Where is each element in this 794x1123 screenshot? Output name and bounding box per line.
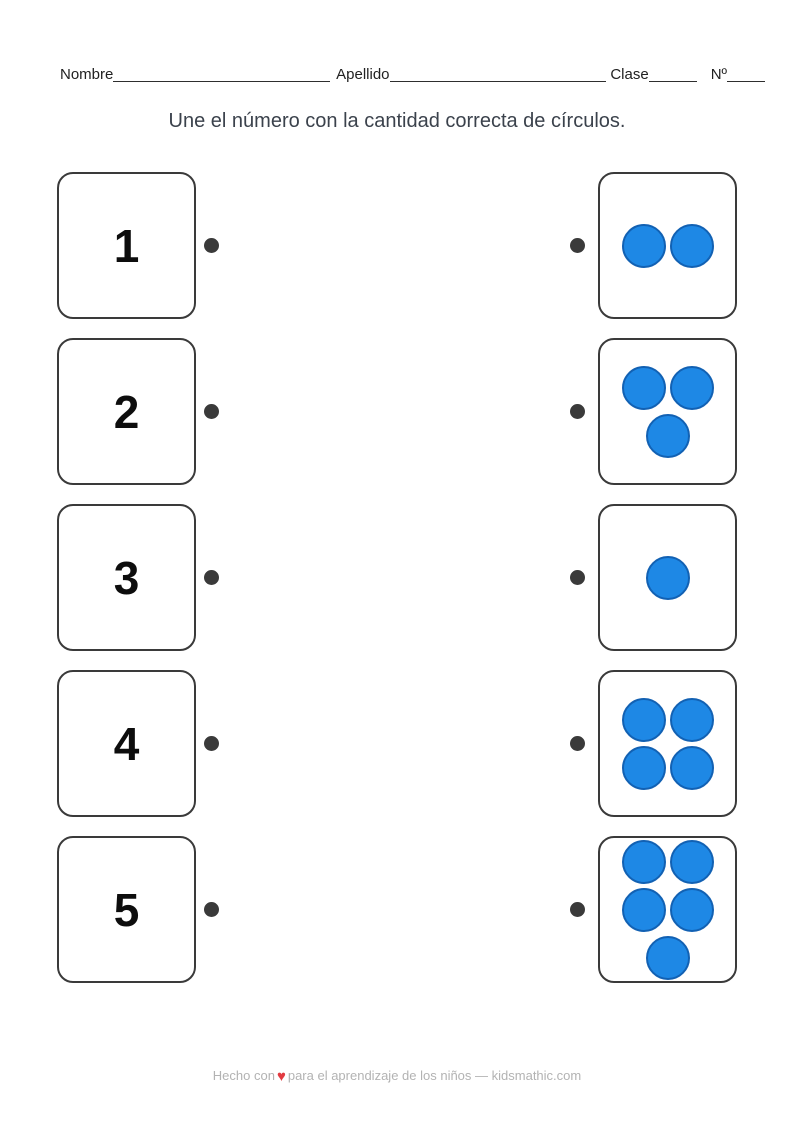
blue-circle bbox=[621, 223, 666, 268]
worksheet-title: Une el número con la cantidad correcta d… bbox=[168, 110, 626, 132]
circle-row bbox=[621, 887, 714, 932]
blue-circle bbox=[669, 887, 714, 932]
circle-row bbox=[621, 223, 714, 268]
circles-card bbox=[598, 504, 737, 651]
blue-circle bbox=[645, 935, 690, 980]
number-label: 1 bbox=[113, 219, 140, 272]
number-card: 2 bbox=[57, 338, 196, 485]
connector-dot-left[interactable] bbox=[204, 570, 219, 585]
blue-circle bbox=[621, 887, 666, 932]
number-card: 5 bbox=[57, 836, 196, 983]
blue-circle bbox=[669, 697, 714, 742]
blue-circle bbox=[621, 745, 666, 790]
connector-dot-left[interactable] bbox=[204, 238, 219, 253]
number-card: 3 bbox=[57, 504, 196, 651]
circles-card bbox=[598, 670, 737, 817]
circle-row bbox=[621, 745, 714, 790]
blue-circle bbox=[621, 365, 666, 410]
surname-field-line bbox=[389, 80, 607, 82]
number-label: 2 bbox=[113, 385, 140, 438]
match-row: 3 bbox=[0, 504, 794, 651]
blue-circle bbox=[669, 365, 714, 410]
connector-dot-right[interactable] bbox=[570, 736, 585, 751]
footer-made-with: Hecho con bbox=[212, 1068, 275, 1083]
surname-field-label: Apellido bbox=[336, 66, 390, 83]
match-row: 1 bbox=[0, 172, 794, 319]
connector-dot-left[interactable] bbox=[204, 404, 219, 419]
connector-dot-right[interactable] bbox=[570, 404, 585, 419]
number-card: 1 bbox=[57, 172, 196, 319]
number-label: 5 bbox=[113, 883, 140, 936]
blue-circle bbox=[621, 839, 666, 884]
circle-row bbox=[621, 697, 714, 742]
heart-icon: ♥ bbox=[276, 1068, 286, 1085]
number-field-line bbox=[727, 80, 765, 82]
class-field-label: Clase bbox=[610, 66, 649, 83]
circle-row bbox=[645, 413, 690, 458]
footer-credit: Hecho con♥para el aprendizaje de los niñ… bbox=[0, 1068, 794, 1085]
match-row: 4 bbox=[0, 670, 794, 817]
blue-circle bbox=[621, 697, 666, 742]
blue-circle bbox=[669, 745, 714, 790]
number-label: 4 bbox=[113, 717, 140, 770]
blue-circle bbox=[645, 555, 690, 600]
circles-card bbox=[598, 836, 737, 983]
connector-dot-left[interactable] bbox=[204, 736, 219, 751]
number-label: 3 bbox=[113, 551, 140, 604]
matching-area: 1 2 3 4 5 bbox=[0, 172, 794, 1002]
name-field-label: Nombre bbox=[60, 66, 114, 83]
header: Nombre Apellido Clase Nº bbox=[60, 66, 765, 85]
circle-row bbox=[645, 935, 690, 980]
number-card: 4 bbox=[57, 670, 196, 817]
match-row: 2 bbox=[0, 338, 794, 485]
match-row: 5 bbox=[0, 836, 794, 983]
connector-dot-right[interactable] bbox=[570, 238, 585, 253]
blue-circle bbox=[645, 413, 690, 458]
connector-dot-left[interactable] bbox=[204, 902, 219, 917]
name-field-line bbox=[113, 80, 331, 82]
footer-tagline: para el aprendizaje de los niños — kidsm… bbox=[287, 1068, 582, 1083]
blue-circle bbox=[669, 839, 714, 884]
connector-dot-right[interactable] bbox=[570, 902, 585, 917]
circles-card bbox=[598, 172, 737, 319]
blue-circle bbox=[669, 223, 714, 268]
circle-row bbox=[645, 555, 690, 600]
circle-row bbox=[621, 365, 714, 410]
number-field-label: Nº bbox=[710, 66, 727, 83]
circle-row bbox=[621, 839, 714, 884]
class-field-line bbox=[648, 80, 697, 82]
circles-card bbox=[598, 338, 737, 485]
connector-dot-right[interactable] bbox=[570, 570, 585, 585]
